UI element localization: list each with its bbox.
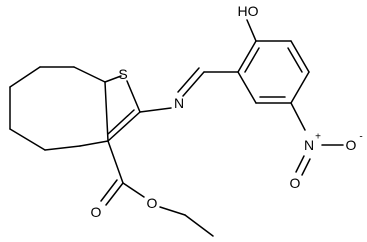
bond — [246, 19, 257, 42]
bond — [9, 66, 41, 88]
bond — [122, 182, 145, 198]
bond — [182, 71, 205, 97]
bond — [126, 80, 141, 113]
bond — [9, 128, 46, 151]
bond — [107, 111, 141, 142]
ester-carbonyl-oxygen-label: O — [91, 204, 102, 220]
nitro-nitrogen-label: N — [304, 137, 314, 153]
bond — [105, 182, 124, 206]
nitro-oxygen-anion-label: O — [346, 137, 357, 153]
bond — [295, 155, 305, 173]
nitro-negative-charge: - — [359, 132, 362, 143]
bond — [104, 75, 122, 83]
bond — [107, 140, 124, 184]
nitro-oxygen-double-label: O — [290, 175, 301, 191]
bond — [237, 71, 257, 104]
bond — [290, 40, 310, 73]
bond — [139, 107, 172, 113]
atom-label-layer: HO S N N + O - O O O — [91, 3, 363, 220]
imine-nitrogen-label: N — [174, 95, 184, 111]
bond — [301, 158, 311, 176]
bond — [104, 81, 109, 142]
bond — [44, 145, 81, 151]
bond — [244, 47, 260, 73]
hydroxyl-oxygen-label: HO — [238, 3, 259, 19]
bond — [73, 66, 106, 83]
bond — [287, 47, 303, 73]
bond — [237, 40, 257, 73]
bond — [184, 214, 214, 237]
bond — [290, 71, 310, 104]
bond — [290, 102, 306, 131]
bond — [100, 179, 118, 202]
nitro-positive-charge: + — [315, 132, 321, 143]
bond-layer — [9, 19, 344, 237]
bond — [177, 67, 200, 93]
bond — [79, 140, 109, 147]
bond — [107, 109, 135, 135]
thiophene-sulfur-label: S — [118, 66, 127, 82]
bond — [159, 206, 186, 216]
ester-ether-oxygen-label: O — [147, 195, 158, 211]
